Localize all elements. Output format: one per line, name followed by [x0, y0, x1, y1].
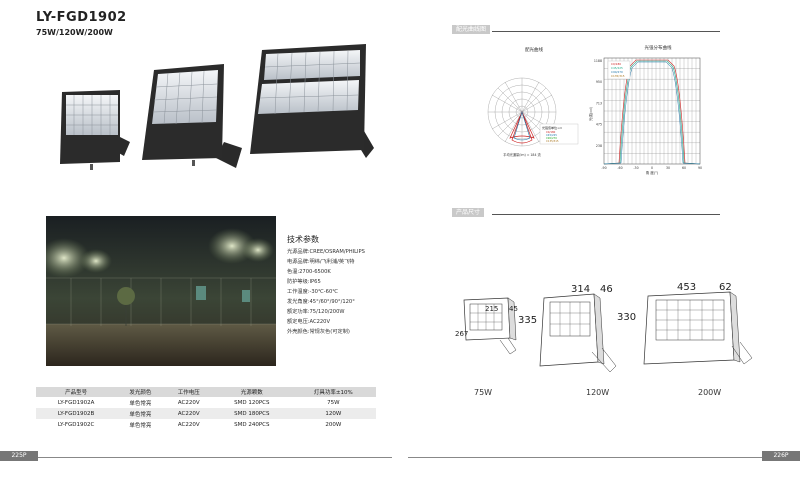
cart-legend-item: C90/270 [611, 70, 623, 74]
product-table: 产品型号 发光颜色 工作电压 光源颗数 灯具功率±10% LY-FGD1902A… [36, 387, 376, 430]
dim-small-watt: 75W [474, 388, 493, 397]
table-cell: 单色常亮 [129, 400, 152, 407]
page-title: LY-FGD1902 [36, 10, 127, 25]
table-cell: SMD 240PCS [234, 421, 270, 428]
dim-medium-watt: 120W [586, 388, 610, 397]
spec-line: 外壳颜色:常规灰色(可定制) [287, 329, 350, 335]
cart-legend-item: C135/315 [611, 74, 625, 78]
table-header: 工作电压 [164, 387, 213, 397]
table-header: 灯具功率±10% [290, 387, 376, 397]
table-header: 发光颜色 [116, 387, 165, 397]
polar-legend-item: C45/225 [546, 133, 557, 137]
table-cell: 单色常亮 [129, 422, 152, 429]
table-cell: LY-FGD1902A [57, 399, 95, 406]
dim-large-height: 330 [617, 312, 637, 323]
floodlight-small [60, 90, 130, 170]
x-tick-label: 30 [666, 166, 670, 170]
x-tick-label: 90 [698, 166, 702, 170]
table-row: LY-FGD1902A 单色常亮 AC220V SMD 120PCS 75W [36, 397, 376, 408]
spec-line: 电源品牌:明纬/飞利浦/英飞特 [287, 259, 355, 265]
y-tick-label: 713 [596, 101, 602, 105]
x-tick-label: 60 [682, 166, 686, 170]
cart-legend-item: C0/180 [611, 62, 621, 66]
section-label: 配光曲线图 [452, 25, 491, 34]
specs-title: 技术参数 [287, 235, 319, 244]
x-tick-label: 0 [651, 166, 653, 170]
page-number-right: 226P [762, 451, 800, 461]
dim-medium-depth: 46 [600, 284, 613, 295]
spec-line: 额定电压:AC220V [287, 319, 331, 325]
table-header: 光源颗数 [212, 387, 291, 397]
table-header: 产品型号 [36, 387, 117, 397]
dim-large-width: 453 [677, 282, 697, 293]
stadium-photo [46, 216, 276, 366]
page-number-left: 225P [0, 451, 38, 461]
spec-line: 额定功率:75/120/200W [287, 309, 345, 315]
cart-ylabel: 光强(cd) [588, 106, 593, 121]
y-tick-label: 475 [596, 123, 602, 127]
section-light-curve: 配光曲线图 [452, 25, 720, 35]
y-tick-label: 950 [596, 80, 602, 84]
product-photo [60, 44, 374, 170]
table-header-row: 产品型号 发光颜色 工作电压 光源颗数 灯具功率±10% [36, 387, 376, 397]
polar-legend-title: 光强值单位:cd [542, 125, 562, 130]
floodlight-medium [142, 64, 242, 168]
table-cell: AC220V [177, 399, 200, 406]
table-cell: 120W [290, 408, 376, 419]
x-tick-label: -60 [617, 166, 622, 170]
spec-line: 光源品牌:CREE/OSRAM/PHILIPS [287, 249, 365, 255]
table-cell: 200W [325, 421, 342, 428]
polar-title: 配光曲线 [525, 46, 543, 53]
section-label: 产品尺寸 [452, 208, 485, 217]
table-cell: LY-FGD1902B [36, 408, 117, 419]
dim-small-height: 267 [455, 330, 469, 338]
cart-title: 光强分布曲线 [645, 44, 672, 51]
table-row: LY-FGD1902B 单色常亮 AC220V SMD 180PCS 120W [36, 408, 376, 419]
dimension-drawing-medium [539, 293, 617, 373]
dim-small-width: 215 [485, 305, 499, 313]
dim-medium-width: 314 [571, 284, 591, 295]
page-number-text: 226P [773, 452, 789, 459]
x-tick-label: -90 [601, 166, 606, 170]
y-tick-label: 238 [596, 144, 602, 148]
table-row: LY-FGD1902C 单色常亮 AC220V SMD 240PCS 200W [36, 419, 376, 430]
table-cell: LY-FGD1902C [57, 421, 95, 428]
spec-line: 发光角度:45°/60°/90°/120° [287, 299, 355, 305]
dimension-drawing-large [643, 291, 753, 365]
dimension-drawing-small [463, 297, 517, 355]
dim-medium-height: 335 [518, 315, 538, 326]
footer-line-right [408, 457, 762, 458]
table-cell: AC220V [164, 408, 213, 419]
y-tick-label: 1188 [594, 59, 602, 63]
spec-line: 工作温度:-30℃-60℃ [287, 289, 339, 295]
table-cell: 单色常亮 [116, 408, 165, 419]
section-dimensions: 产品尺寸 [452, 208, 720, 218]
x-tick-label: -30 [633, 166, 638, 170]
polar-legend-item: C135/315 [546, 139, 559, 143]
footer-line-left [38, 457, 392, 458]
polar-legend-item: C0/180 [546, 130, 556, 134]
table-cell: SMD 120PCS [234, 399, 270, 406]
table-cell: AC220V [177, 421, 200, 428]
page-subtitle: 75W/120W/200W [36, 28, 113, 37]
polar-chart: 配光曲线 光强值单位:cd C0/180 C45/225 C90/270 C13… [487, 46, 579, 157]
table-cell: SMD 180PCS [212, 408, 291, 419]
spec-line: 防护等级:IP65 [287, 279, 321, 285]
intensity-chart: 光强分布曲线 C0/180 C45/225 C90/270 C135/315 光… [588, 44, 702, 175]
dim-large-depth: 62 [719, 282, 732, 293]
dim-large-watt: 200W [698, 388, 722, 397]
cart-legend-item: C45/225 [611, 66, 623, 70]
polar-legend-item: C90/270 [546, 136, 557, 140]
page-number-text: 225P [11, 452, 27, 459]
cart-xlabel: 角 度(°) [646, 170, 659, 175]
table-cell: 75W [327, 399, 340, 406]
spec-line: 色温:2700-6500K [287, 269, 331, 275]
dim-small-depth: 45 [509, 305, 518, 313]
polar-caption: 平均光通量(lm) = 184 流 [503, 152, 541, 157]
floodlight-large [250, 44, 374, 158]
